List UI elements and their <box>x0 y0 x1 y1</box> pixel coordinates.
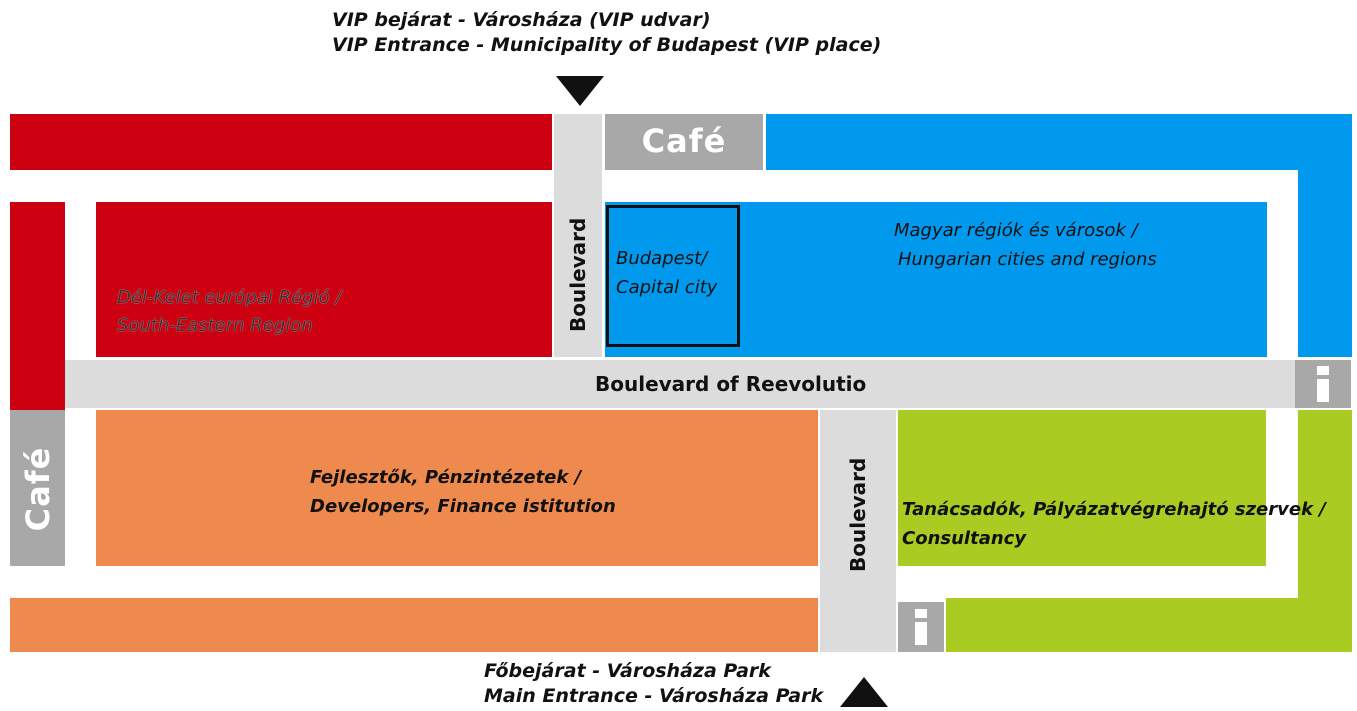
cafe-top <box>605 114 763 170</box>
zone-budapest-label: Budapest/ Capital city <box>616 248 718 298</box>
boulevard-main-label: Boulevard of Reevolutio <box>595 372 867 396</box>
zone-consultancy-label: Tanácsadók, Pályázatvégrehajtó szervek /… <box>902 499 1326 549</box>
boulevard-upper <box>554 114 602 357</box>
info-glyph <box>1317 366 1329 402</box>
main-entrance-hu: Főbejárat - Városháza Park <box>484 660 771 682</box>
zone-hungarian-label: Magyar régiók és városok / Hungarian cit… <box>894 220 1157 270</box>
arrow-up-icon <box>840 677 888 707</box>
blue-top-strip <box>766 114 1352 170</box>
main-entrance-en: Main Entrance - Városháza Park <box>484 685 824 707</box>
zone-budapest <box>606 205 740 347</box>
zone-south-eastern <box>96 202 552 357</box>
zone-developers-label: Fejlesztők, Pénzintézetek / Developers, … <box>310 467 616 517</box>
zone-consultancy <box>898 410 1266 566</box>
boulevard-main <box>65 360 1295 408</box>
vip-entrance-hu: VIP bejárat - Városháza (VIP udvar) <box>332 9 711 31</box>
zone-developers <box>96 410 818 566</box>
green-bottom-strip <box>946 598 1352 652</box>
red-top-strip <box>10 114 552 170</box>
main-entrance-label: Főbejárat - Városháza Park Main Entrance… <box>484 659 823 709</box>
boulevard-upper-label: Boulevard <box>566 217 590 332</box>
boulevard-lower-label: Boulevard <box>846 457 870 572</box>
red-left-strip <box>10 202 65 410</box>
cafe-left <box>10 410 65 566</box>
info-glyph <box>915 609 927 645</box>
vip-entrance-label: VIP bejárat - Városháza (VIP udvar) VIP … <box>332 8 881 58</box>
blue-right-strip <box>1298 114 1352 357</box>
zone-south-eastern-label: Dél-Kelet európai Régió / South-Eastern … <box>117 287 342 336</box>
boulevard-lower <box>820 410 896 652</box>
orange-bottom-strip <box>10 598 818 652</box>
info-icon[interactable] <box>898 602 944 652</box>
arrow-down-icon <box>556 76 604 106</box>
vip-entrance-en: VIP Entrance - Municipality of Budapest … <box>332 34 882 56</box>
cafe-top-label: Café <box>641 122 727 160</box>
cafe-left-label: Café <box>19 446 57 532</box>
info-icon[interactable] <box>1295 360 1351 408</box>
zone-hungarian <box>605 202 1267 357</box>
